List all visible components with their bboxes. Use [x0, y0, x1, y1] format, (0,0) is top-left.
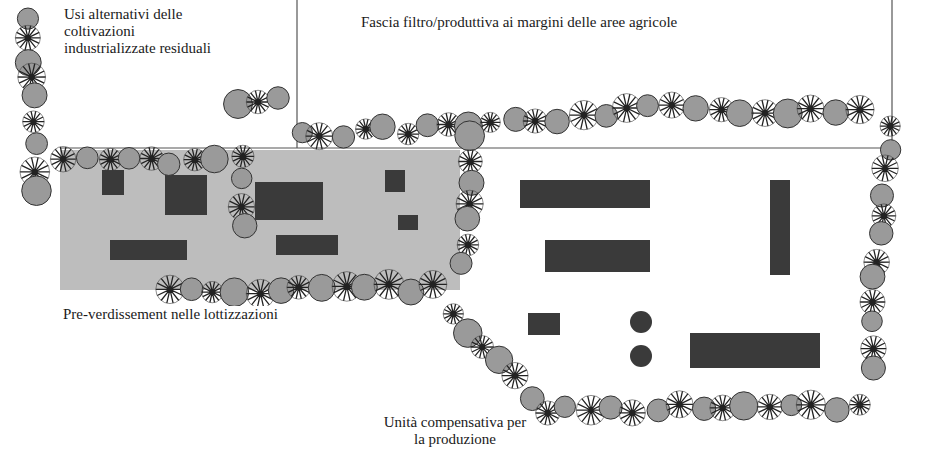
zone-label: Usi alternativi delle coltivazioni indus…: [62, 6, 216, 57]
area-label: Unità compensativa per la produzione: [378, 414, 532, 448]
settlement-area: [60, 150, 460, 290]
zone-label: Fascia filtro/produttiva ai margini dell…: [359, 14, 679, 31]
tree-rows: [15, 8, 900, 426]
buildings: [102, 170, 820, 368]
zone-region: Fascia filtro/produttiva ai margini dell…: [297, 0, 892, 148]
zone-region: Usi alternativi delle coltivazioni indus…: [0, 0, 297, 148]
area-label: Pre-verdissement nelle lottizzazioni: [60, 306, 281, 323]
